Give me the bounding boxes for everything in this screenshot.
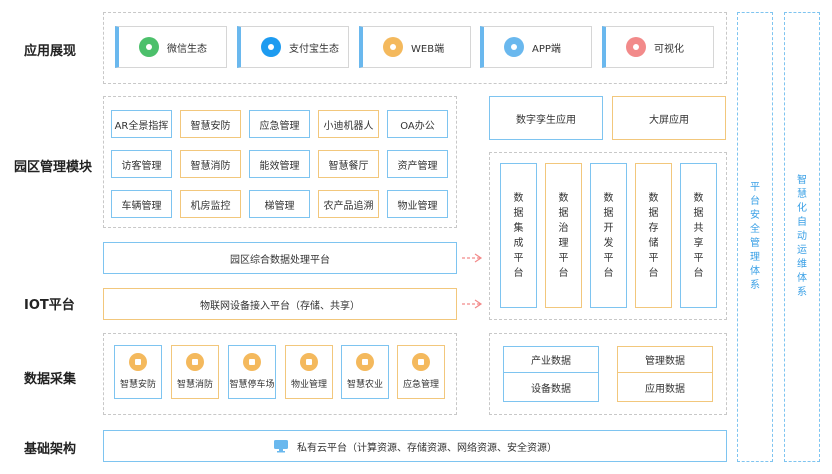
module-item: 智慧餐厅: [318, 150, 379, 178]
alipay-icon: [261, 37, 281, 57]
app-label: 微信生态: [167, 43, 207, 55]
module-item: 车辆管理: [111, 190, 172, 218]
building-icon: [300, 353, 318, 371]
module-item: 智慧安防: [180, 110, 241, 138]
data-platform-1: 数据治理平台: [545, 163, 582, 308]
collect-card-0: 智慧安防: [114, 345, 162, 399]
ops-system-label: 智慧化自动运维体系: [797, 175, 807, 298]
park-data-platform: 园区综合数据处理平台: [103, 242, 457, 274]
app-data: 应用数据: [617, 372, 713, 402]
private-cloud-label: 私有云平台（计算资源、存储资源、网络资源、安全资源）: [297, 442, 557, 454]
module-item: 物业管理: [387, 190, 448, 218]
plant-icon: [356, 353, 374, 371]
device-data: 设备数据: [503, 372, 599, 402]
big-screen-app: 大屏应用: [612, 96, 726, 140]
app-label: 支付宝生态: [289, 43, 339, 55]
row-label-collect: 数据采集: [24, 372, 77, 387]
iot-access-platform: 物联网设备接入平台（存储、共享）: [103, 288, 457, 320]
row-label-infra: 基础架构: [24, 442, 77, 457]
collect-label: 智慧安防: [119, 380, 156, 390]
security-system-label: 平台安全管理体系: [750, 182, 760, 291]
module-item: OA办公: [387, 110, 448, 138]
collect-label: 应急管理: [402, 380, 439, 390]
digital-twin-app: 数字孪生应用: [489, 96, 603, 140]
warning-icon: [412, 353, 430, 371]
data-platform-3: 数据存储平台: [635, 163, 672, 308]
app-card-0: 微信生态: [115, 26, 227, 68]
module-item: 智慧消防: [180, 150, 241, 178]
row-label-app: 应用展现: [24, 44, 77, 59]
collect-label: 智慧停车场: [229, 380, 275, 390]
app-icon: [504, 37, 524, 57]
module-item: 机房监控: [180, 190, 241, 218]
visual-icon: [626, 37, 646, 57]
wechat-icon: [139, 37, 159, 57]
app-card-4: 可视化: [602, 26, 714, 68]
private-cloud-platform: 私有云平台（计算资源、存储资源、网络资源、安全资源）: [103, 430, 727, 462]
collect-card-5: 应急管理: [397, 345, 445, 399]
data-platform-layer: [489, 152, 727, 320]
monitor-icon: [273, 439, 289, 453]
collect-card-2: 智慧停车场: [228, 345, 276, 399]
web-icon: [383, 37, 403, 57]
app-card-2: WEB端: [359, 26, 471, 68]
data-platform-0: 数据集成平台: [500, 163, 537, 308]
collect-card-3: 物业管理: [285, 345, 333, 399]
data-platform-2: 数据开发平台: [590, 163, 627, 308]
module-item: 小迪机器人: [318, 110, 379, 138]
module-item: 农产品追溯: [318, 190, 379, 218]
car-icon: [243, 353, 261, 371]
app-label: WEB端: [411, 43, 445, 55]
module-item: 应急管理: [249, 110, 310, 138]
app-layer: [103, 12, 727, 84]
shield-icon: [129, 353, 147, 371]
collect-label: 物业管理: [290, 380, 327, 390]
arrow-icon: [462, 253, 483, 263]
industry-data: 产业数据: [503, 346, 599, 372]
app-label: 可视化: [654, 43, 684, 55]
module-item: 访客管理: [111, 150, 172, 178]
row-label-park: 园区管理模块: [14, 160, 93, 175]
security-system-column: 平台安全管理体系: [737, 12, 773, 462]
module-item: 资产管理: [387, 150, 448, 178]
module-item: 能效管理: [249, 150, 310, 178]
collect-label: 智慧农业: [346, 380, 383, 390]
row-label-iot: IOT平台: [24, 298, 75, 313]
collect-card-1: 智慧消防: [171, 345, 219, 399]
data-collect-layer: [103, 333, 457, 415]
manage-data: 管理数据: [617, 346, 713, 372]
collect-label: 智慧消防: [176, 380, 213, 390]
app-card-3: APP端: [480, 26, 592, 68]
data-type-layer: [489, 333, 727, 415]
ops-system-column: 智慧化自动运维体系: [784, 12, 820, 462]
fire-icon: [186, 353, 204, 371]
module-item: 梯管理: [249, 190, 310, 218]
app-label: APP端: [532, 43, 561, 55]
module-item: AR全景指挥: [111, 110, 172, 138]
collect-card-4: 智慧农业: [341, 345, 389, 399]
data-platform-4: 数据共享平台: [680, 163, 717, 308]
arrow-icon: [462, 299, 483, 309]
park-module-layer: [103, 96, 457, 228]
app-card-1: 支付宝生态: [237, 26, 349, 68]
